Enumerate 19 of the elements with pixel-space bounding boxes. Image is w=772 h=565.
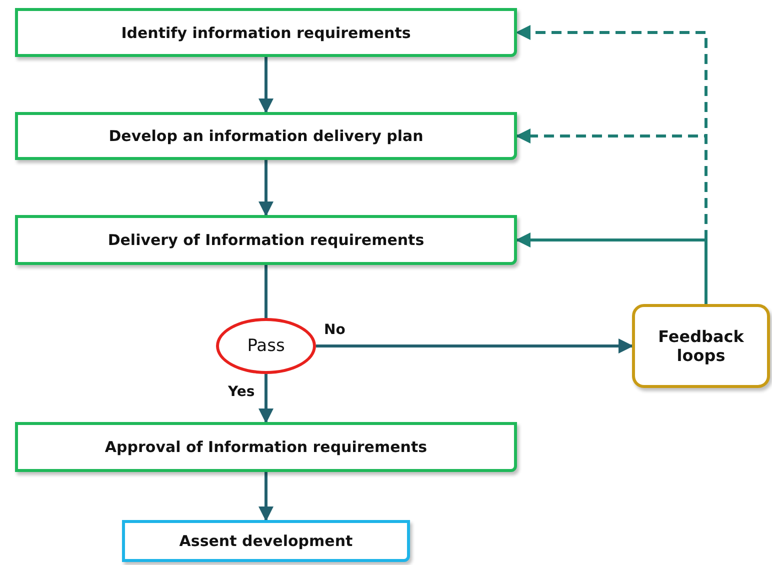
arrow	[258, 57, 274, 114]
node-text: Assent development	[179, 532, 353, 550]
arrow	[258, 160, 274, 216]
arrow	[516, 128, 708, 304]
process-box	[15, 112, 517, 160]
process-box	[15, 422, 517, 472]
node-text: Develop an information delivery plan	[108, 127, 424, 145]
node-text: Pass	[247, 336, 285, 356]
node-text: Delivery of Information requirements	[108, 231, 424, 249]
arrow	[258, 472, 274, 522]
arrow	[258, 374, 274, 424]
process-box	[15, 215, 517, 265]
node-text: Approval of Information requirements	[104, 438, 428, 456]
process-box	[15, 8, 517, 57]
arrow	[316, 338, 634, 354]
node-text: Identify information requirements	[121, 24, 411, 42]
node-text: Feedback loops	[657, 327, 745, 365]
output-box	[122, 520, 410, 562]
feedback-box	[632, 304, 770, 388]
